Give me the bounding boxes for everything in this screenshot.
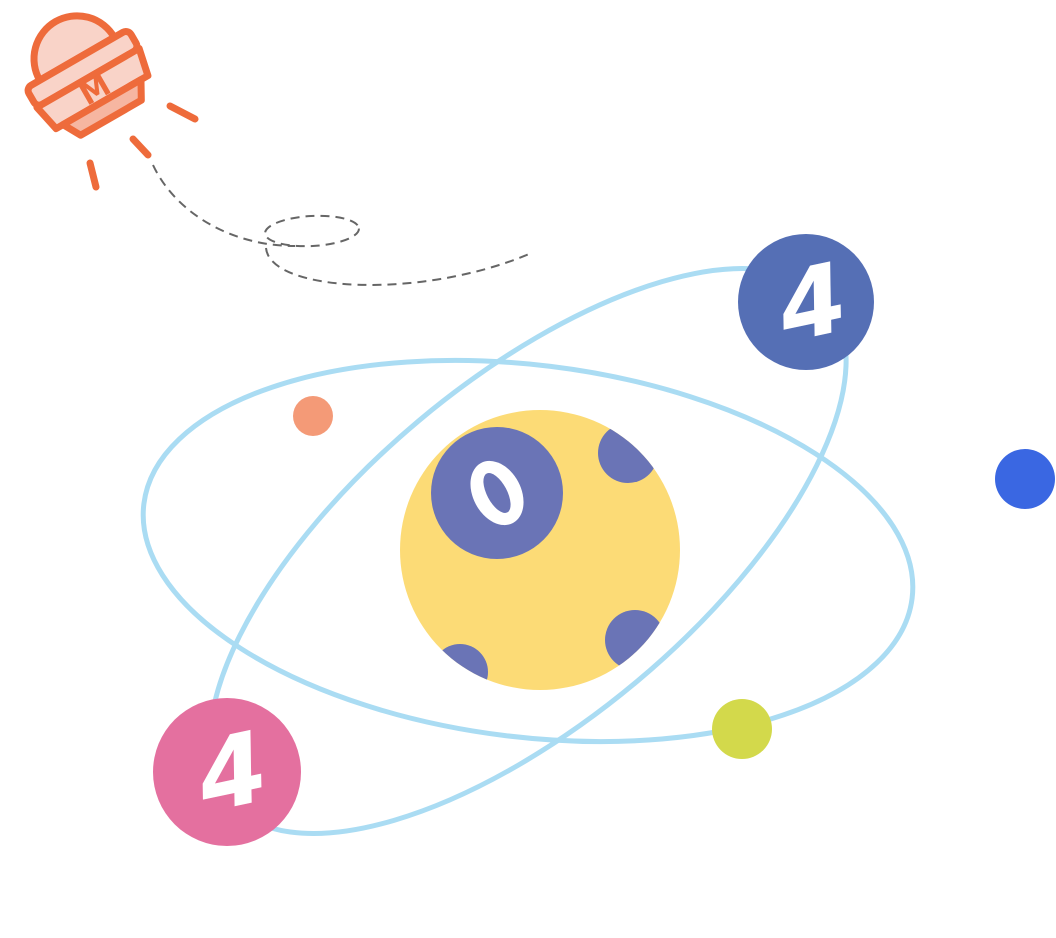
dot-orange (293, 396, 333, 436)
crater (432, 644, 488, 690)
ufo-flight-trail (152, 164, 530, 286)
dot-blue (995, 449, 1055, 509)
planet-four-top: 4 (738, 234, 874, 370)
dot-lime (712, 699, 772, 759)
crater (598, 423, 658, 483)
planet-zero: 0 (400, 410, 680, 690)
planet-four-bottom: 4 (153, 698, 301, 846)
ufo-icon: M (24, 12, 199, 191)
crater (605, 610, 665, 670)
orbit-ring-horizontal (140, 357, 916, 745)
